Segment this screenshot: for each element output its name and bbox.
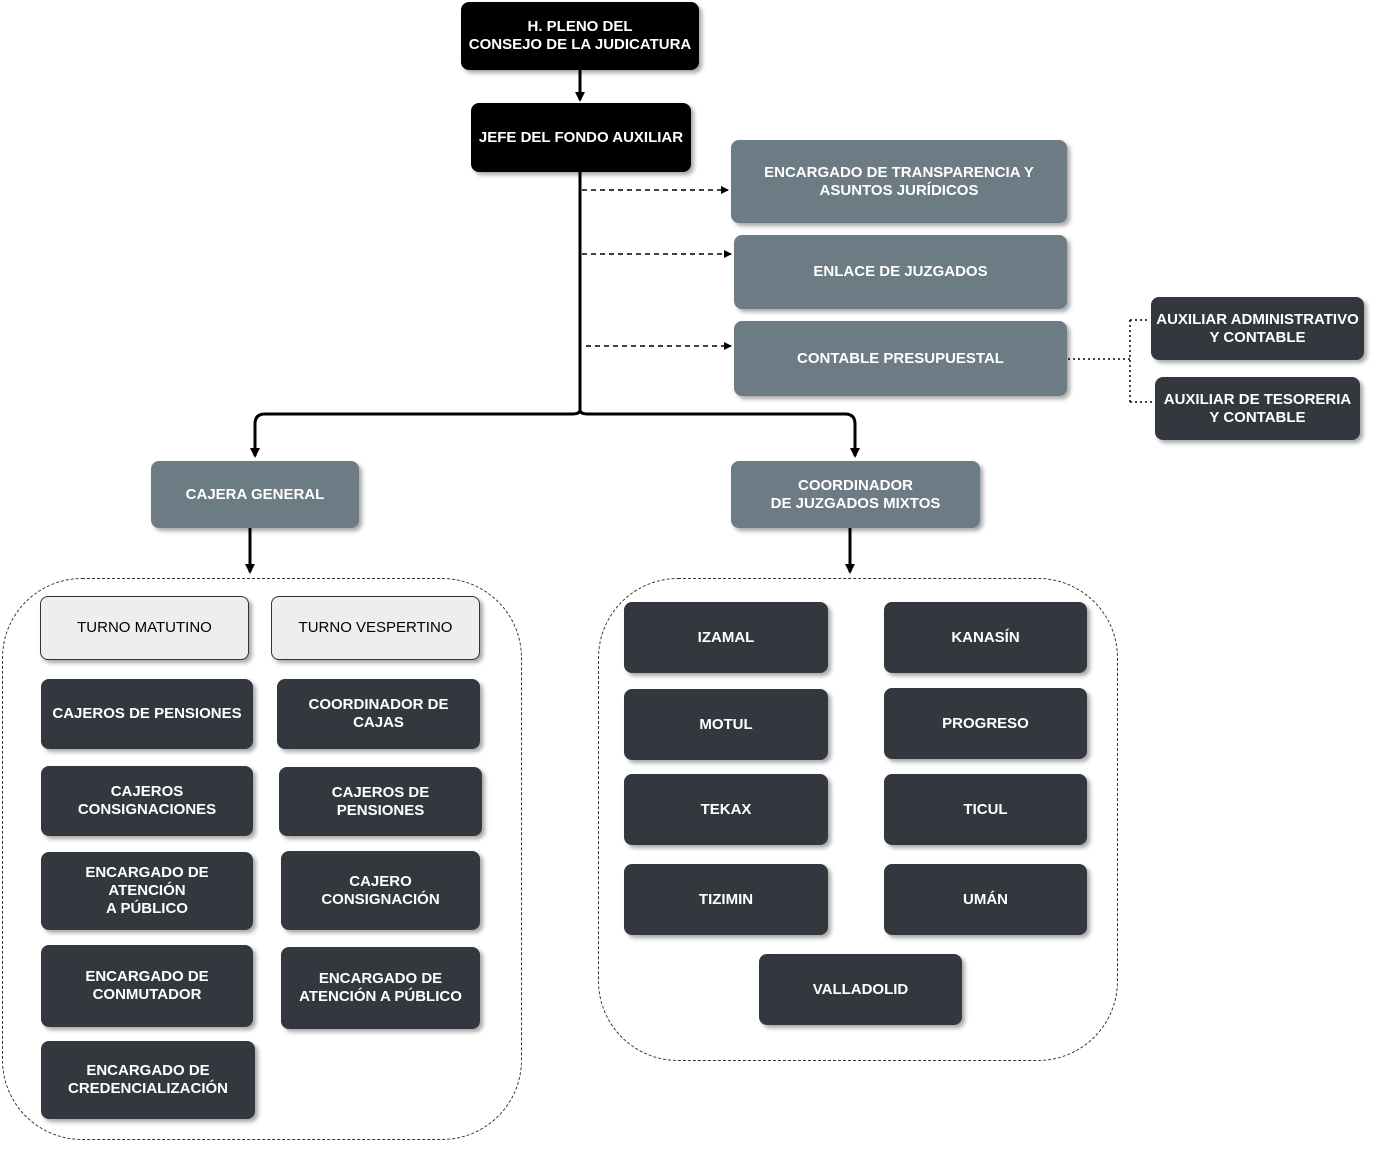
cajeros-pensiones-mat-node: CAJEROS DE PENSIONES [41,679,253,749]
juzgado-progreso-node: PROGRESO [884,688,1087,759]
conmutador-node: ENCARGADO DE CONMUTADOR [41,945,253,1027]
credencializacion-node: ENCARGADO DE CREDENCIALIZACIÓN [41,1041,255,1119]
juzgado-tizimin-node: TIZIMIN [624,864,828,935]
coordinador-node: COORDINADOR DE JUZGADOS MIXTOS [731,461,980,528]
enlace-node: ENLACE DE JUZGADOS [734,235,1067,309]
jefe-node: JEFE DEL FONDO AUXILIAR [471,103,691,172]
coordinador-cajas-node: COORDINADOR DE CAJAS [277,679,480,749]
juzgado-kanasin-node: KANASÍN [884,602,1087,673]
contable-node: CONTABLE PRESUPUESTAL [734,321,1067,396]
juzgado-valladolid-node: VALLADOLID [759,954,962,1025]
juzgado-tekax-node: TEKAX [624,774,828,845]
link-to-coordinador [578,409,860,458]
aux-tesoreria-node: AUXILIAR DE TESORERIA Y CONTABLE [1155,377,1360,440]
link-contable-auxiliares [1068,319,1154,403]
link-to-cajera [250,409,582,458]
cajero-consignacion-node: CAJERO CONSIGNACIÓN [281,851,480,930]
atencion-publico-ves-node: ENCARGADO DE ATENCIÓN A PÚBLICO [281,947,480,1029]
juzgado-ticul-node: TICUL [884,774,1087,845]
turno-vespertino-node: TURNO VESPERTINO [271,596,480,660]
transparencia-node: ENCARGADO DE TRANSPARENCIA Y ASUNTOS JUR… [731,140,1067,223]
cajeros-pensiones-ves-node: CAJEROS DE PENSIONES [279,767,482,836]
cajeros-consignaciones-node: CAJEROS CONSIGNACIONES [41,766,253,836]
cajas-group [2,578,522,1140]
turno-matutino-node: TURNO MATUTINO [40,596,249,660]
juzgado-uman-node: UMÁN [884,864,1087,935]
juzgados-group [598,578,1118,1061]
aux-admin-node: AUXILIAR ADMINISTRATIVO Y CONTABLE [1151,297,1364,360]
juzgado-izamal-node: IZAMAL [624,602,828,673]
atencion-publico-mat-node: ENCARGADO DE ATENCIÓN A PÚBLICO [41,852,253,930]
cajera-node: CAJERA GENERAL [151,461,359,528]
juzgado-motul-node: MOTUL [624,689,828,760]
pleno-node: H. PLENO DEL CONSEJO DE LA JUDICATURA [461,2,699,70]
